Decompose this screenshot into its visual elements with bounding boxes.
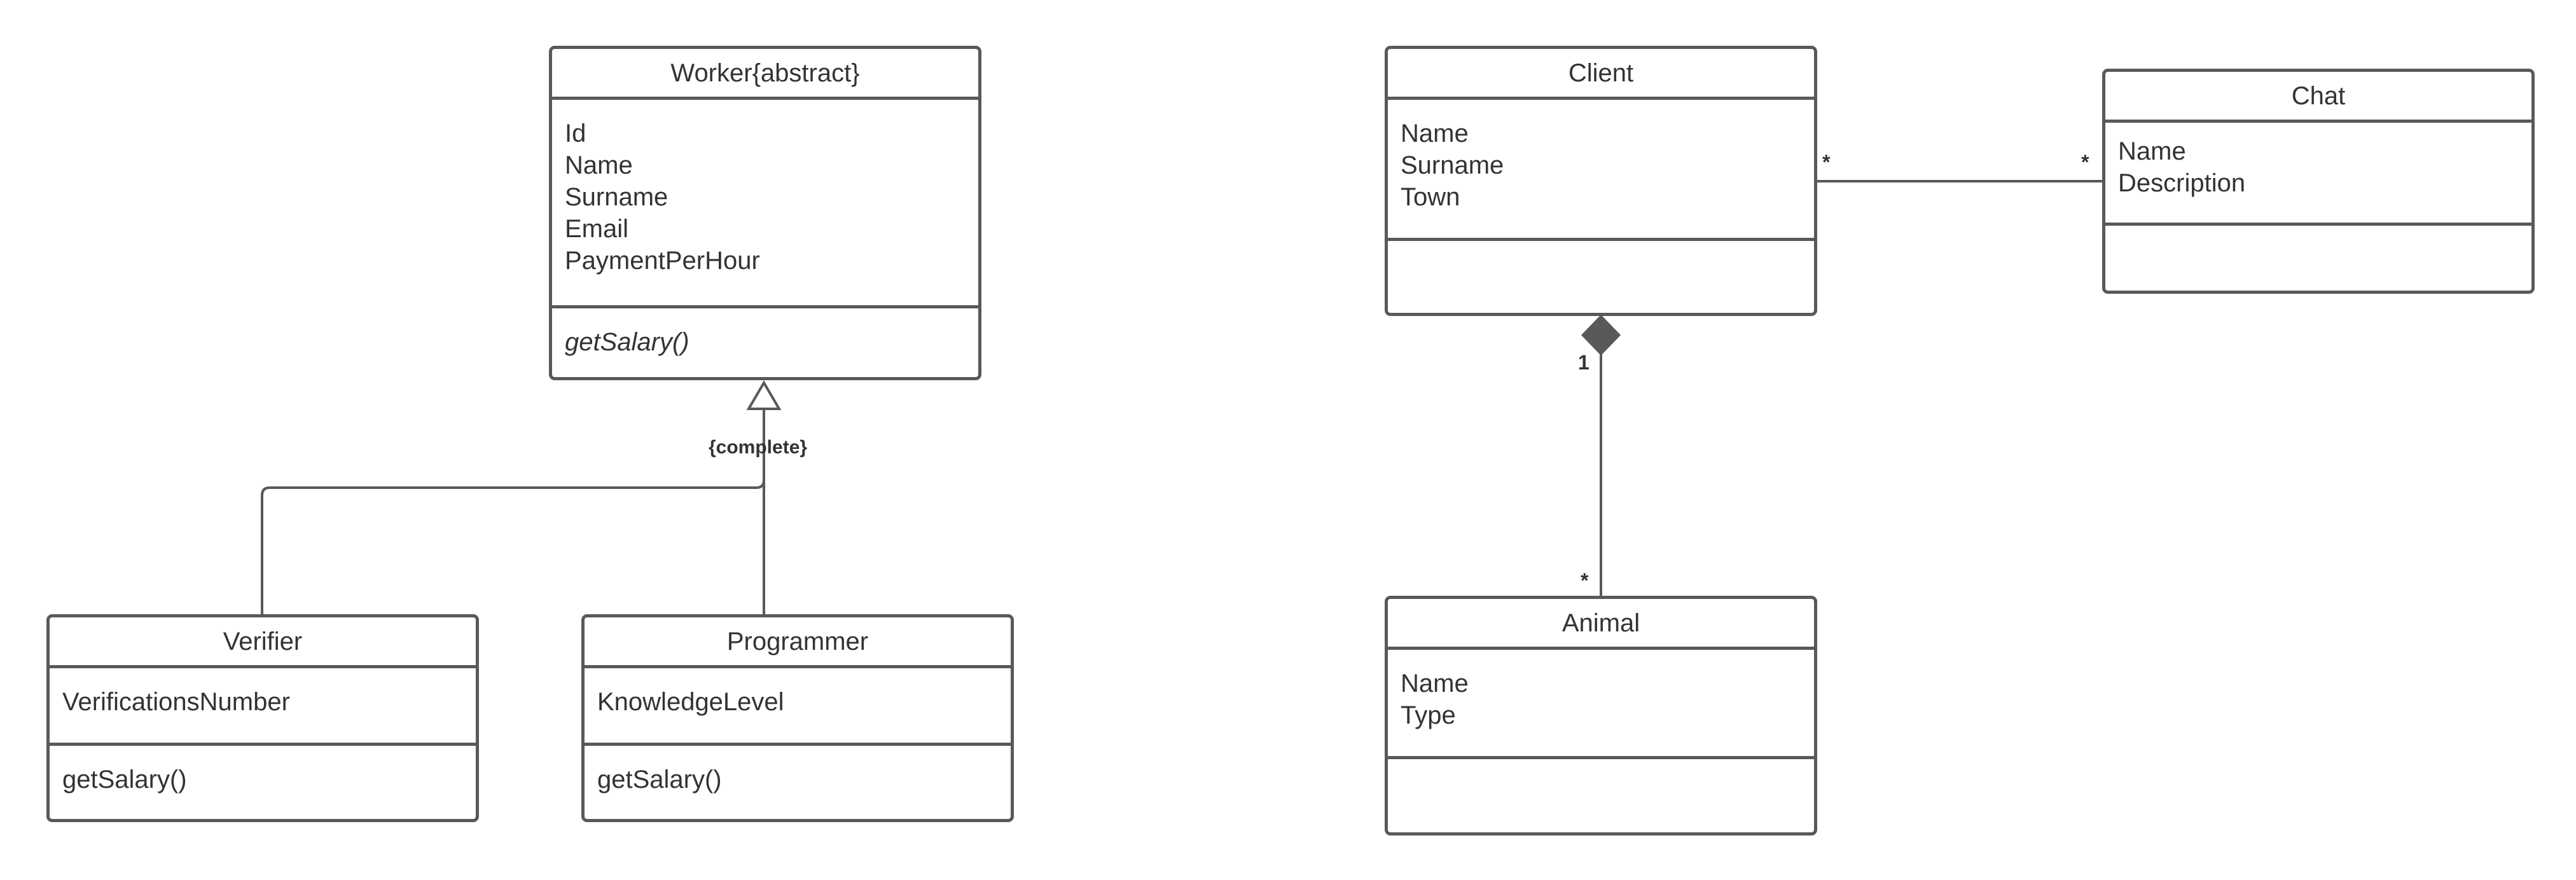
attribute-name: Name <box>2118 137 2186 165</box>
attribute-surname: Surname <box>1401 151 1504 179</box>
class-client[interactable]: Client Name Surname Town <box>1385 46 1817 316</box>
multiplicity-client-chat-client-end: * <box>1822 151 1831 174</box>
class-worker-name: Worker{abstract} <box>552 49 978 100</box>
class-client-attributes: Name Surname Town <box>1388 100 1814 241</box>
attribute-id: Id <box>565 120 586 148</box>
class-verifier-name: Verifier <box>50 617 476 668</box>
operation-get-salary: getSalary() <box>565 328 689 356</box>
attribute-description: Description <box>2118 169 2246 197</box>
class-programmer-name: Programmer <box>585 617 1011 668</box>
attribute-town: Town <box>1401 183 1460 211</box>
generalization-line-verifier <box>261 409 765 617</box>
class-verifier-attributes: VerificationsNumber <box>50 668 476 746</box>
attribute-name: Name <box>1401 120 1469 148</box>
class-programmer-attributes: KnowledgeLevel <box>585 668 1011 746</box>
composition-diamond-icon <box>1581 314 1621 356</box>
multiplicity-client-animal-client-end: 1 <box>1578 351 1589 374</box>
class-worker-attributes: Id Name Surname Email PaymentPerHour <box>552 100 978 308</box>
class-verifier[interactable]: Verifier VerificationsNumber getSalary() <box>46 614 479 822</box>
class-animal-name: Animal <box>1388 599 1814 650</box>
class-client-name: Client <box>1388 49 1814 100</box>
multiplicity-client-chat-chat-end: * <box>2081 151 2089 174</box>
class-animal[interactable]: Animal Name Type <box>1385 596 1817 835</box>
class-chat-attributes: Name Description <box>2105 123 2531 226</box>
class-worker[interactable]: Worker{abstract} Id Name Surname Email P… <box>549 46 981 380</box>
class-chat-operations <box>2105 226 2531 291</box>
generalization-constraint-label: {complete} <box>709 437 808 458</box>
multiplicity-client-animal-animal-end: * <box>1581 569 1589 592</box>
class-programmer-operations: getSalary() <box>585 746 1011 819</box>
attribute-email: Email <box>565 215 629 243</box>
class-worker-operations: getSalary() <box>552 308 978 377</box>
operation-get-salary: getSalary() <box>62 766 187 794</box>
class-chat[interactable]: Chat Name Description <box>2102 69 2535 294</box>
attribute-payment-per-hour: PaymentPerHour <box>565 247 760 275</box>
operation-get-salary: getSalary() <box>597 766 722 794</box>
attribute-surname: Surname <box>565 183 668 211</box>
generalization-arrowhead-icon <box>746 380 782 410</box>
attribute-knowledge-level: KnowledgeLevel <box>597 688 784 716</box>
class-animal-operations <box>1388 759 1814 832</box>
class-programmer[interactable]: Programmer KnowledgeLevel getSalary() <box>581 614 1014 822</box>
attribute-name: Name <box>1401 670 1469 698</box>
class-client-operations <box>1388 241 1814 313</box>
class-verifier-operations: getSalary() <box>50 746 476 819</box>
attribute-name: Name <box>565 151 633 179</box>
attribute-type: Type <box>1401 701 1456 729</box>
class-chat-name: Chat <box>2105 72 2531 123</box>
class-animal-attributes: Name Type <box>1388 650 1814 759</box>
attribute-verifications-number: VerificationsNumber <box>62 688 290 716</box>
